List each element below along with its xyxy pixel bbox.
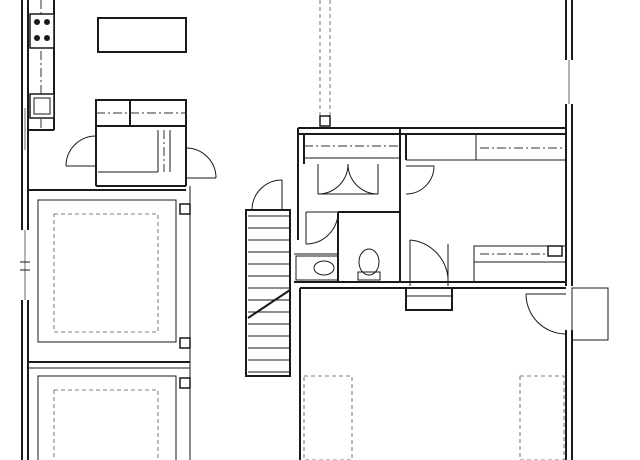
- sink-icon: [29, 93, 55, 119]
- pantry-closet: [65, 99, 217, 187]
- bathroom: [294, 253, 566, 289]
- left-room-lower: [37, 375, 191, 460]
- left-room-upper: [28, 189, 191, 349]
- toilet-icon: [357, 248, 381, 281]
- right-exterior-wall: [565, 0, 573, 460]
- stair-break-line: [247, 289, 291, 319]
- closet-band: [297, 115, 566, 282]
- closet-double-door: [317, 163, 379, 195]
- lower-right-room: [299, 288, 565, 460]
- hall-door: [305, 211, 400, 282]
- closet-pole-marker: [319, 115, 331, 127]
- door-swing-right-closet: [405, 165, 435, 195]
- kitchen-island: [97, 17, 187, 53]
- stair-entry-door: [251, 179, 283, 211]
- exterior-door-right: [525, 287, 609, 341]
- stove-range-icon: [29, 13, 55, 49]
- linen-cabinet: [405, 287, 453, 311]
- top-center-room: [319, 0, 331, 120]
- right-counter: [473, 245, 567, 283]
- bathroom-door: [409, 239, 449, 286]
- vanity-sink-icon: [295, 255, 339, 281]
- staircase: [245, 209, 291, 377]
